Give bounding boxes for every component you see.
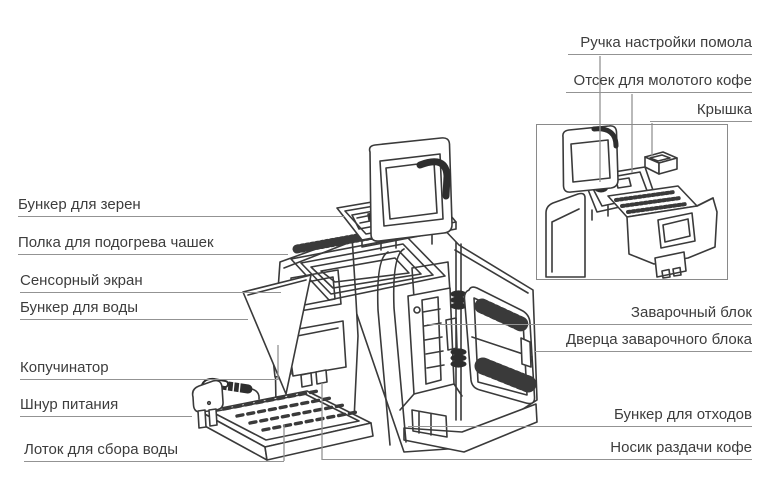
waste-container-drawing: [403, 403, 538, 453]
label-touch-screen: Сенсорный экран: [20, 271, 281, 293]
inset-lid: [562, 125, 619, 193]
label-ground-coffee-compartment: Отсек для молотого кофе: [566, 71, 752, 93]
label-brewing-unit-door: Дверца заварочного блока: [535, 330, 752, 352]
inset-view: [545, 125, 718, 279]
label-bean-hopper: Бункер для зерен: [18, 195, 345, 217]
power-plug: [191, 377, 260, 429]
inset-small-lid: [644, 151, 678, 175]
label-grind-adjustment-knob: Ручка настройки помола: [568, 33, 752, 55]
label-coffee-spout: Носик раздачи кофе: [322, 438, 752, 460]
machine-lid: [368, 137, 453, 251]
inset-frame: [536, 124, 728, 280]
inset-front: [626, 197, 718, 279]
label-drip-tray: Лоток для сбора воды: [24, 440, 284, 462]
label-lid: Крышка: [650, 100, 752, 122]
label-power-cord: Шнур питания: [20, 395, 192, 417]
door-hinge-rod: [450, 241, 467, 421]
label-cup-warming-shelf: Полка для подогрева чашек: [18, 233, 288, 255]
label-brewing-unit: Заварочный блок: [427, 303, 752, 325]
inset-body: [545, 192, 586, 278]
side-door: [463, 286, 537, 405]
label-cappuccinatore: Копучинатор: [20, 358, 278, 380]
leader-lines: [277, 56, 653, 461]
drip-tray-drawing: [200, 389, 374, 461]
label-water-tank: Бункер для воды: [20, 298, 248, 320]
label-waste-container: Бункер для отходов: [408, 405, 752, 427]
